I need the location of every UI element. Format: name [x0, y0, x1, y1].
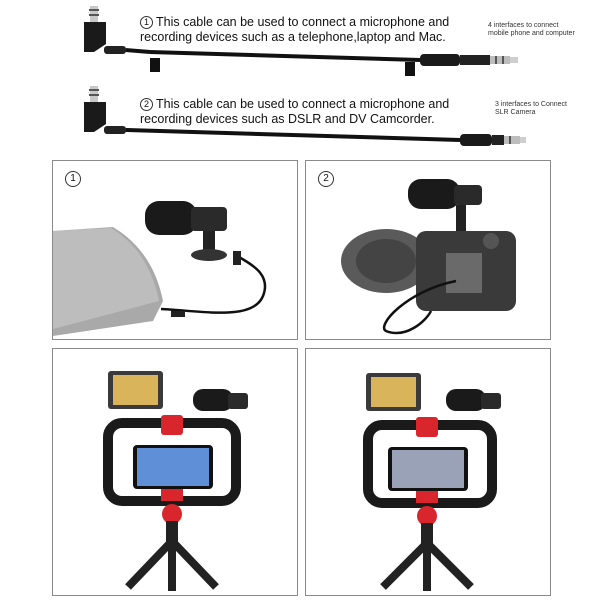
camera-mic-illustration — [341, 179, 516, 335]
mic-foam — [193, 389, 233, 411]
cable-2-text-line2: recording devices such as DSLR and DV Ca… — [140, 112, 435, 126]
mic-body — [481, 393, 501, 409]
mic-mount — [191, 249, 227, 261]
tripod-leg — [125, 538, 175, 590]
microphone-image — [145, 201, 227, 261]
cable-1-graphic — [84, 6, 518, 76]
mic-body — [228, 393, 248, 409]
microphone-image — [408, 179, 482, 231]
cable-2-text-line1: This cable can be used to connect a micr… — [156, 97, 450, 111]
phone-screen-on — [137, 448, 209, 486]
cable-1-note-line1: 4 interfaces to connect — [488, 22, 559, 29]
panel-rig-phone-alt — [305, 348, 551, 596]
rig-illustration-1 — [103, 371, 248, 591]
cable-1-text-line2: recording devices such as a telephone,la… — [140, 30, 446, 44]
panel-1-label: 1 — [65, 171, 81, 187]
cable-1-note: 4 interfaces to connect mobile phone and… — [488, 22, 598, 38]
tripod-leg — [380, 540, 430, 590]
plug-body-left-1 — [84, 22, 106, 52]
cable-1-wire — [149, 50, 421, 62]
mic-body — [454, 185, 482, 205]
cable-1-note-line2: mobile phone and computer — [488, 30, 575, 37]
cable-1-number: 1 — [140, 16, 153, 29]
cable-2-note: 3 interfaces to Connect SLR Camera — [495, 101, 595, 117]
rig-illustration-2 — [363, 373, 501, 591]
camera-screen — [446, 253, 482, 293]
tripod-ball-head — [162, 504, 182, 524]
cable-2-wire — [125, 128, 461, 142]
plug-body-left-2 — [84, 102, 106, 132]
rig-clamp — [161, 415, 183, 435]
phone-screen-off — [392, 450, 464, 488]
phone-image — [53, 227, 163, 336]
cable-clip — [405, 62, 415, 76]
mic-foam — [145, 201, 197, 235]
cable-2-note-line1: 3 interfaces to Connect — [495, 101, 567, 108]
panel-camera-connection: 2 — [305, 160, 551, 340]
mic-body — [191, 207, 227, 231]
cable-clip — [150, 58, 160, 72]
dslr-camera-image — [341, 229, 516, 311]
tripod-leg — [424, 540, 474, 590]
mic-cable — [160, 255, 267, 314]
plug-body-right-2 — [460, 134, 492, 146]
panel-rig-phone — [52, 348, 298, 596]
mic-foam — [446, 389, 486, 411]
tripod-leg — [169, 538, 219, 590]
cable-2-graphic — [84, 86, 526, 146]
tripod-ball-head — [417, 506, 437, 526]
rig-clamp — [416, 417, 438, 437]
cable-2-number: 2 — [140, 98, 153, 111]
plug-body-right-1 — [420, 54, 460, 66]
panel-2-label: 2 — [318, 171, 334, 187]
mic-foam — [408, 179, 460, 209]
mic-cable — [382, 279, 457, 335]
panel-phone-connection: 1 — [52, 160, 298, 340]
cable-2-note-line2: SLR Camera — [495, 109, 536, 116]
cable-1-text-line1: This cable can be used to connect a micr… — [156, 15, 450, 29]
phone-mic-illustration — [53, 201, 267, 336]
cable-illustrations — [84, 6, 526, 146]
